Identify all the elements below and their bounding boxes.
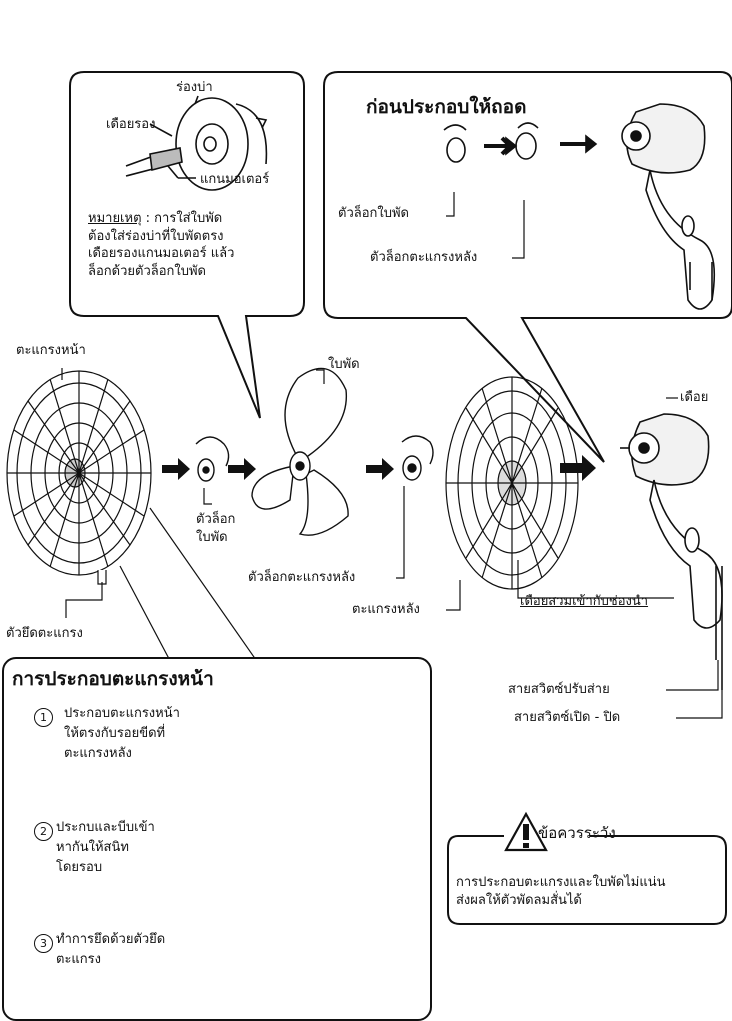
rear-guard-art	[446, 377, 578, 589]
step-1-line-3: ตะแกรงหลัง	[64, 744, 180, 764]
note-body-4: ล็อกด้วยตัวล็อกใบพัด	[88, 264, 206, 279]
rear-guard-lock-art	[402, 436, 433, 480]
caution-line-2: ส่งผลให้ตัวพัดลมสั่นได้	[456, 892, 666, 910]
label-pin: เดือย	[680, 390, 708, 406]
note-body-2: ต้องใส่ร่องบ่าที่ใบพัดตรง	[88, 229, 224, 244]
label-pin-fit: เดือยสวมเข้ากับช่องนำ	[520, 594, 648, 610]
step-2-text: ประกบและบีบเข้า หากันให้สนิท โดยรอบ	[56, 818, 155, 878]
step-2-line-3: โดยรอบ	[56, 858, 155, 878]
label-blade-lock-1: ตัวล็อก	[196, 512, 235, 528]
label-rear-guard-lock: ตัวล็อกตะแกรงหลัง	[248, 570, 355, 586]
label-motor-shaft: แกนมอเตอร์	[200, 172, 269, 188]
main-arrows	[162, 455, 596, 481]
label-groove: ร่องบ่า	[176, 80, 213, 96]
blade-lock-art	[196, 437, 229, 481]
step-2-line-1: ประกบและบีบเข้า	[56, 818, 155, 838]
caution-title: ข้อควรระวัง	[538, 824, 616, 843]
label-guard-clip: ตัวยึดตะแกรง	[6, 626, 83, 642]
step-2-number: 2	[34, 822, 53, 841]
label-power-cord: สายสวิตซ์เปิด - ปิด	[514, 710, 620, 726]
step-2-line-2: หากันให้สนิท	[56, 838, 155, 858]
note-body-3: เดือยรองแกนมอเตอร์ แล้ว	[88, 246, 234, 261]
note-title: หมายเหตุ	[88, 211, 142, 226]
label-pin-secondary: เดือยรอง	[106, 117, 155, 133]
caution-line-1: การประกอบตะแกรงและใบพัดไม่แน่น	[456, 874, 666, 892]
step-1-line-2: ให้ตรงกับรอยขีดที่	[64, 724, 180, 744]
label-front-guard: ตะแกรงหน้า	[16, 343, 86, 359]
assembly-note: หมายเหตุ : การใส่ใบพัด ต้องใส่ร่องบ่าที่…	[88, 210, 234, 280]
motor-head-main	[620, 414, 722, 690]
step-1-number: 1	[34, 708, 53, 727]
label-rear-guard-lock-top: ตัวล็อกตะแกรงหลัง	[370, 250, 477, 266]
front-guard-art	[7, 371, 151, 584]
step-1-line-1: ประกอบตะแกรงหน้า	[64, 704, 180, 724]
caution-text: การประกอบตะแกรงและใบพัดไม่แน่น ส่งผลให้ต…	[456, 874, 666, 909]
step-3-text: ทำการยึดด้วยตัวยึด ตะแกรง	[56, 930, 165, 970]
label-swing-cord: สายสวิตซ์ปรับส่าย	[508, 682, 610, 698]
front-guard-assembly-title: การประกอบตะแกรงหน้า	[12, 664, 214, 694]
label-blade: ใบพัด	[328, 357, 360, 373]
label-blade-lock-top: ตัวล็อกใบพัด	[338, 206, 409, 222]
label-blade-lock-2: ใบพัด	[196, 530, 228, 546]
step-3-line-1: ทำการยึดด้วยตัวยึด	[56, 930, 165, 950]
remove-before-assembly-title: ก่อนประกอบให้ถอด	[366, 92, 526, 122]
blade-art	[252, 368, 348, 535]
step-1-text: ประกอบตะแกรงหน้า ให้ตรงกับรอยขีดที่ ตะแก…	[64, 704, 180, 764]
step-3-number: 3	[34, 934, 53, 953]
label-rear-guard: ตะแกรงหลัง	[352, 602, 420, 618]
step-3-line-2: ตะแกรง	[56, 950, 165, 970]
note-body-1: : การใส่ใบพัด	[142, 211, 223, 226]
